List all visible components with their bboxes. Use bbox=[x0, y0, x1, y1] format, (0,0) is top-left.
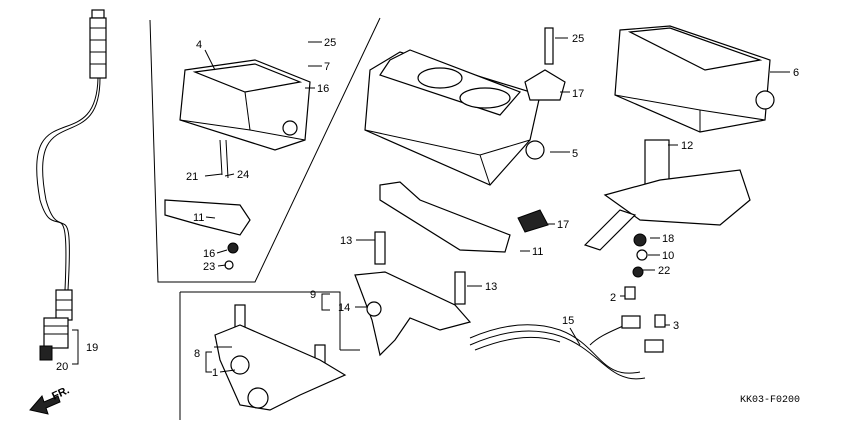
callout-5: 5 bbox=[572, 148, 578, 160]
leader-lines bbox=[72, 37, 790, 373]
wire-harness bbox=[469, 286, 666, 380]
callout-7: 7 bbox=[324, 61, 330, 73]
callout-10: 10 bbox=[662, 250, 674, 262]
meter-bracket-upper bbox=[354, 271, 472, 357]
callout-16-top: 16 bbox=[317, 83, 329, 95]
callout-21: 21 bbox=[186, 171, 198, 183]
callout-23: 23 bbox=[203, 261, 215, 273]
callout-16-bottom: 16 bbox=[203, 248, 215, 260]
callout-13-lower: 13 bbox=[485, 281, 497, 293]
small-meter-assembly bbox=[164, 59, 311, 270]
callout-12: 12 bbox=[681, 140, 693, 152]
callout-6: 6 bbox=[793, 67, 799, 79]
callout-8: 8 bbox=[194, 348, 200, 360]
callout-labels: 4 25 7 16 21 24 11 16 23 25 17 5 17 13 1… bbox=[56, 33, 799, 379]
callout-22: 22 bbox=[658, 265, 670, 277]
tachometer-assembly bbox=[583, 25, 775, 278]
callout-17-bottom: 17 bbox=[557, 219, 569, 231]
callout-1: 1 bbox=[212, 367, 218, 379]
callout-9: 9 bbox=[310, 289, 316, 301]
callout-19: 19 bbox=[86, 342, 98, 354]
panel-outlines bbox=[149, 17, 381, 420]
callout-11-left: 11 bbox=[193, 212, 204, 224]
callout-25-right: 25 bbox=[572, 33, 584, 45]
callout-13-upper: 13 bbox=[340, 235, 352, 247]
large-meter-assembly bbox=[364, 27, 566, 265]
callout-4: 4 bbox=[196, 39, 202, 51]
callout-20: 20 bbox=[56, 361, 68, 373]
speedometer-cable bbox=[36, 9, 107, 361]
callout-25-left: 25 bbox=[324, 37, 336, 49]
front-label: FR. bbox=[50, 384, 71, 402]
callout-15: 15 bbox=[562, 315, 574, 327]
front-arrow-icon: FR. bbox=[29, 384, 71, 415]
callout-24: 24 bbox=[237, 169, 249, 181]
callout-2: 2 bbox=[610, 292, 616, 304]
meter-bracket-lower bbox=[214, 304, 347, 411]
callout-14: 14 bbox=[338, 302, 350, 314]
diagram-code: KK03-F0200 bbox=[740, 395, 800, 406]
callout-17-top: 17 bbox=[572, 88, 584, 100]
callout-11-right: 11 bbox=[532, 246, 543, 258]
callout-18: 18 bbox=[662, 233, 674, 245]
callout-3: 3 bbox=[673, 320, 679, 332]
